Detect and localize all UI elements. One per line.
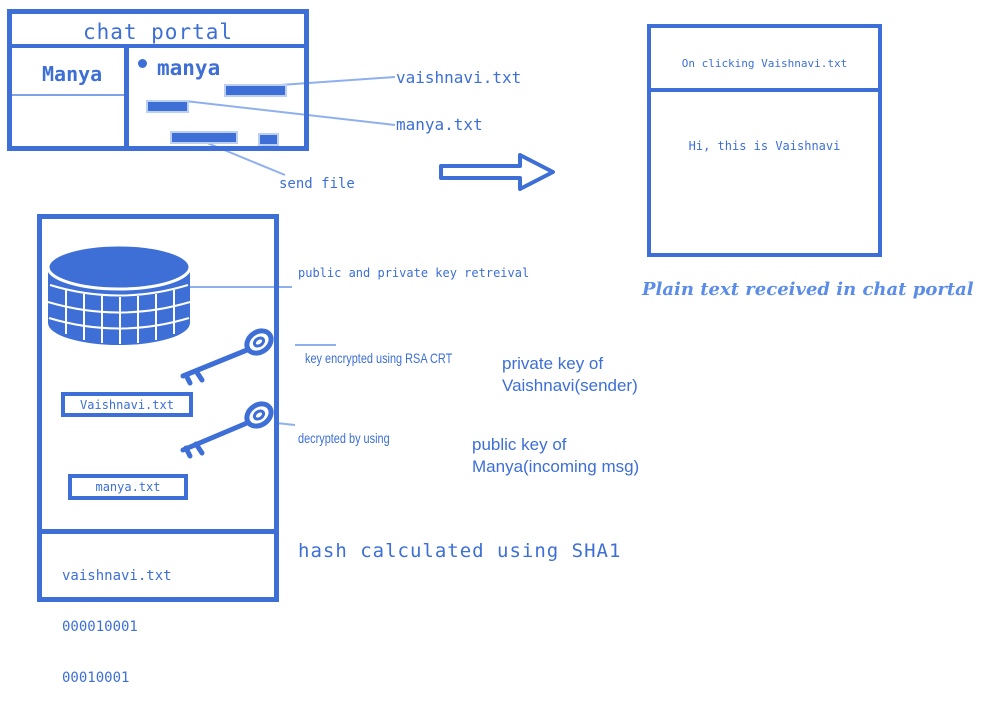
label-private-key-line2: Vaishnavi(sender) [502,376,638,395]
flow-arrow-icon [439,153,555,191]
label-key-encrypted: key encrypted using RSA CRT [305,350,453,366]
connector-decrypt [275,422,296,426]
key-icon-encrypt [180,328,274,386]
connector-manya [184,100,396,126]
hash-block: vaishnavi.txt 000010001 00010001 [62,534,172,704]
diagram-graphics [46,76,555,459]
label-public-key-line2: Manya(incoming msg) [472,457,640,476]
chat-portal-title: chat portal [82,20,234,44]
connector-send-file [199,139,286,176]
hash-line-1: 000010001 [62,619,138,635]
result-message: Hi, this is Vaishnavi [688,139,841,153]
send-file-button[interactable] [260,135,277,144]
hash-filename: vaishnavi.txt [62,568,172,584]
result-window: On clicking Vaishnavi.txt Hi, this is Va… [647,24,882,257]
contact-separator [12,94,124,96]
label-private-key-line1: private key of [502,354,604,373]
label-vaishnavi-txt: vaishnavi.txt [396,68,522,87]
contact-list-item-manya[interactable]: Manya [42,62,103,86]
chat-divider [124,48,129,146]
file-box-vaishnavi: Vaishnavi.txt [61,392,193,417]
label-public-key: public key of Manya(incoming msg) [472,434,639,478]
label-decrypted-by: decrypted by using [298,430,390,446]
label-send-file: send file [279,176,355,192]
active-chat-name: manya [157,56,221,80]
label-private-key: private key of Vaishnavi(sender) [502,353,638,397]
label-manya-txt: manya.txt [396,115,483,134]
database-icon [46,243,192,345]
chat-title-bar: chat portal [12,14,304,48]
label-hash-sha1: hash calculated using SHA1 [298,540,622,562]
result-caption: Plain text received in chat portal [642,279,974,300]
server-box [37,214,279,602]
label-public-key-line1: public key of [472,435,567,454]
message-bubble-vaishnavi-file[interactable] [226,86,285,95]
server-divider [42,529,274,534]
hash-line-2: 00010001 [62,670,130,686]
key-icon-decrypt [180,401,274,459]
message-input[interactable] [172,133,236,142]
connector-vaishnavi [279,76,396,86]
file-box-manya: manya.txt [68,474,188,500]
online-dot-icon [138,59,147,68]
result-header: On clicking Vaishnavi.txt [681,57,848,70]
label-key-retrieval: public and private key retreival [298,266,530,280]
result-header-divider [651,88,878,92]
chat-portal-window: chat portal Manya manya [7,9,309,151]
message-bubble-manya-file[interactable] [148,102,187,111]
